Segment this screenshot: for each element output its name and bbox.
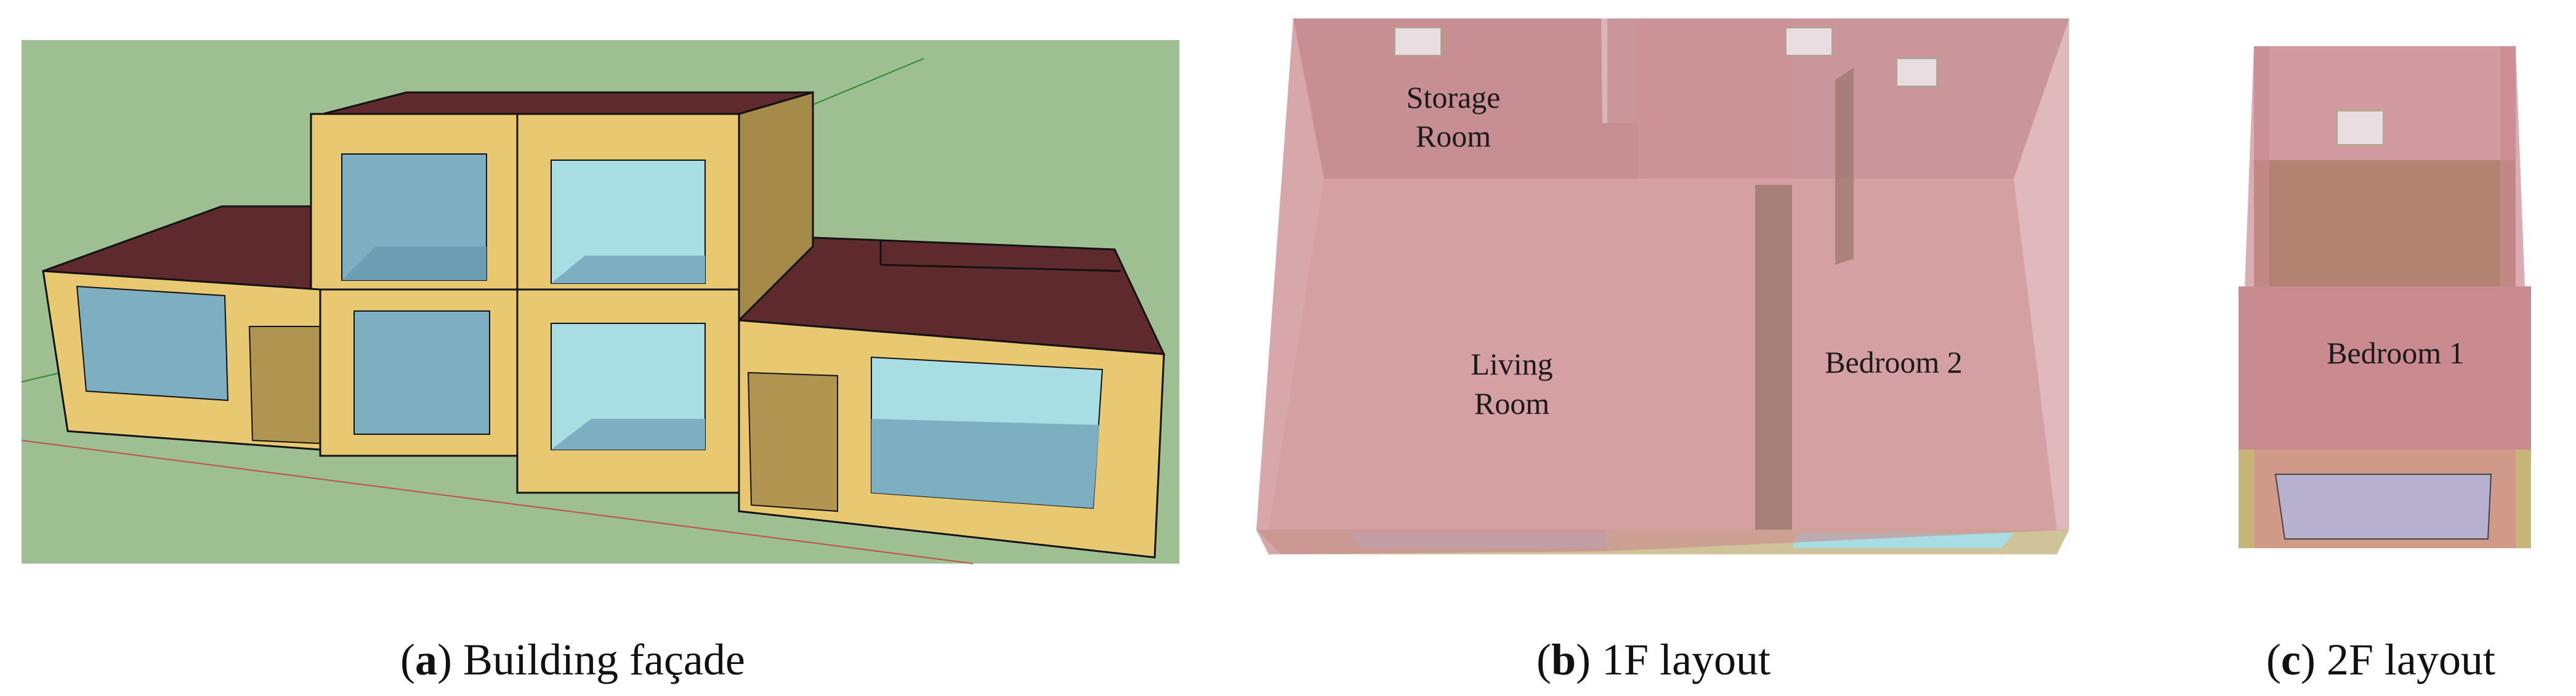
bedroom-1-back-wall xyxy=(2254,46,2516,160)
living-room-floor xyxy=(1269,179,1638,530)
window xyxy=(353,310,490,435)
caption-b-title: 1F layout xyxy=(1602,635,1771,684)
door xyxy=(248,326,321,445)
window xyxy=(2274,474,2492,540)
floor-2-layout-panel: Bedroom 1 xyxy=(2217,0,2576,591)
floor-1-layout-illustration: Storage Room Living Room Bedroom 2 xyxy=(1256,18,2069,554)
ceiling-vent xyxy=(1785,27,1833,56)
storage-room-label-line1: Storage xyxy=(1407,80,1501,115)
caption-c-letter: c xyxy=(2280,635,2301,684)
caption-b: (b) 1F layout xyxy=(1536,635,1771,684)
green-axis-right xyxy=(812,58,924,105)
living-room-label-line1: Living xyxy=(1471,347,1552,381)
bedroom-2-floor xyxy=(1792,179,2057,530)
floor-2-layout-illustration: Bedroom 1 xyxy=(2239,46,2531,548)
building-facade-panel xyxy=(0,0,1195,591)
bedroom-1-label: Bedroom 1 xyxy=(2327,336,2465,370)
caption-c: (c) 2F layout xyxy=(2266,635,2495,684)
window xyxy=(76,285,229,402)
caption-c-title: 2F layout xyxy=(2326,635,2495,684)
caption-b-letter: b xyxy=(1551,635,1577,684)
bedroom-2-label: Bedroom 2 xyxy=(1825,345,1963,379)
building-facade-illustration xyxy=(21,40,1179,564)
caption-a: (a) Building façade xyxy=(400,635,745,684)
ceiling-vent xyxy=(1896,58,1937,87)
living-room-label-line2: Room xyxy=(1474,386,1549,421)
red-axis xyxy=(21,440,974,564)
caption-a-letter: a xyxy=(414,635,437,684)
door xyxy=(747,371,838,512)
floor-1-layout-panel: Storage Room Living Room Bedroom 2 xyxy=(1256,0,2106,591)
ceiling-vent xyxy=(1394,27,1442,56)
ceiling-vent xyxy=(2336,110,2384,145)
storage-room-label-line2: Room xyxy=(1416,119,1491,153)
caption-a-title: Building façade xyxy=(462,635,745,684)
